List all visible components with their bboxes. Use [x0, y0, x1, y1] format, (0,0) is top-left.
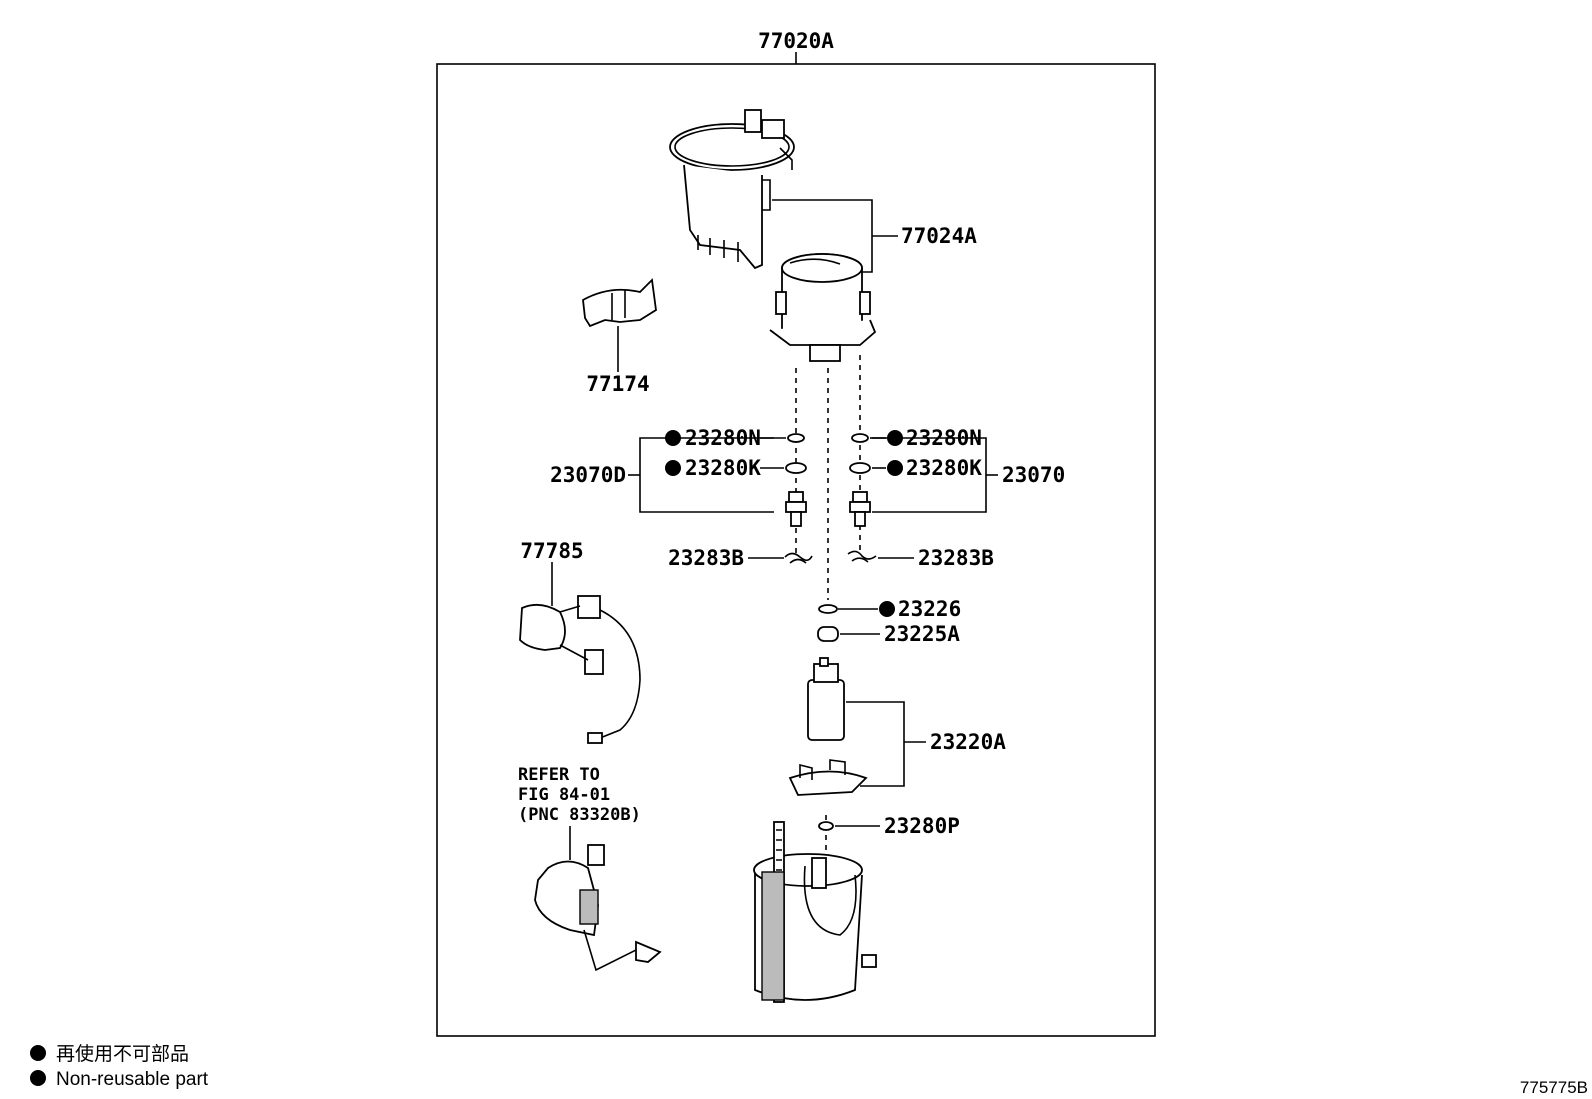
filter-body-drawing — [769, 253, 877, 362]
clip-right-drawing — [847, 550, 877, 560]
refer-note-line3: (PNC 83320B) — [518, 805, 641, 825]
label-23225A[interactable]: 23225A — [884, 622, 960, 646]
non-reusable-mark — [665, 460, 681, 476]
refer-note-line1: REFER TO — [518, 765, 600, 785]
clip-left-drawing — [784, 552, 813, 562]
ring-23280P-drawing — [818, 821, 834, 831]
label-77174[interactable]: 77174 — [586, 372, 649, 396]
label-77020A[interactable]: 77020A — [758, 29, 834, 53]
label-23280P[interactable]: 23280P — [884, 814, 960, 838]
bracket-23220A — [846, 701, 905, 787]
legend-en: Non-reusable part — [56, 1069, 209, 1090]
sender-gauge-top-drawing — [669, 109, 795, 270]
label-23220A[interactable]: 23220A — [930, 730, 1006, 754]
label-23280K-left[interactable]: 23280K — [685, 456, 761, 480]
wire-harness-drawing — [519, 595, 641, 744]
gasket-drawing — [818, 604, 838, 614]
figure-id: 775775B — [1520, 1078, 1588, 1097]
label-23280K-right[interactable]: 23280K — [906, 456, 982, 480]
clamp-drawing — [582, 278, 657, 328]
sender-gauge-drawing — [534, 844, 662, 972]
legend-bullet-en — [30, 1070, 46, 1086]
label-77785[interactable]: 77785 — [520, 539, 583, 563]
ring-23280K-right — [849, 462, 871, 474]
legend-bullet-jp — [30, 1045, 46, 1061]
ring-23280N-left — [787, 433, 805, 443]
label-23070D[interactable]: 23070D — [550, 463, 626, 487]
fuel-reservoir-drawing — [753, 821, 877, 1003]
label-23283B-left[interactable]: 23283B — [668, 546, 744, 570]
fuel-pump-drawing — [788, 657, 868, 796]
ring-23280N-right — [851, 433, 869, 443]
ring-23280K-left — [785, 462, 807, 474]
check-valve-left-drawing — [785, 491, 807, 527]
label-23283B-right[interactable]: 23283B — [918, 546, 994, 570]
legend-jp: 再使用不可部品 — [56, 1043, 189, 1065]
check-valve-right-drawing — [849, 491, 871, 527]
non-reusable-mark — [887, 460, 903, 476]
label-23226[interactable]: 23226 — [898, 597, 961, 621]
label-77024A[interactable]: 77024A — [901, 224, 977, 248]
label-23070[interactable]: 23070 — [1002, 463, 1065, 487]
non-reusable-mark — [879, 601, 895, 617]
refer-note-line2: FIG 84-01 — [518, 785, 610, 805]
cushion-drawing — [817, 626, 839, 642]
